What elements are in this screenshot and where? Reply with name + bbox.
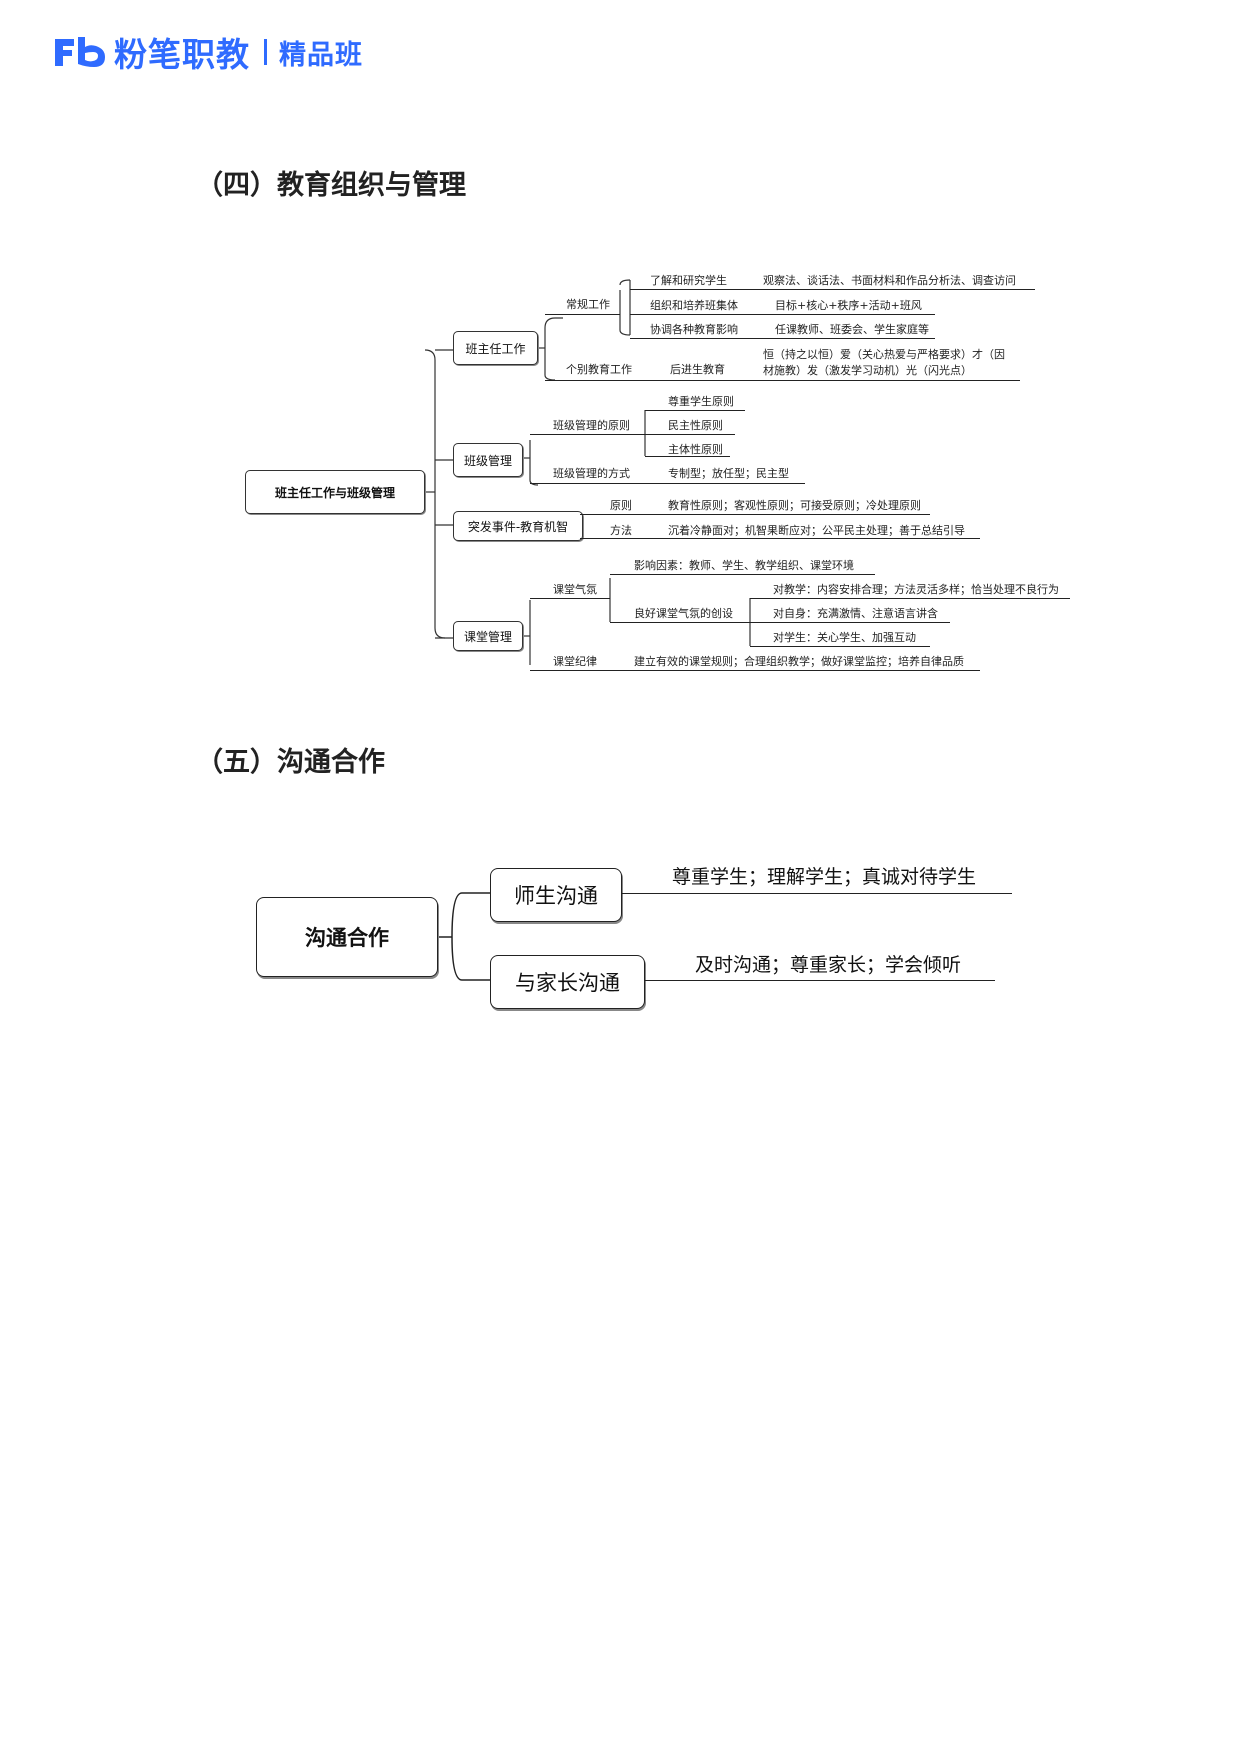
detail-creation-teaching: 对教学：内容安排合理；方法灵活多样；恰当处理不良行为	[773, 583, 1059, 596]
label-management-modes: 班级管理的方式	[553, 467, 630, 480]
detail-know-students: 观察法、谈话法、书面材料和作品分析法、调查访问	[763, 274, 1016, 287]
underline	[545, 314, 620, 315]
detail-climate-factors: 影响因素：教师、学生、教学组织、课堂环境	[634, 559, 854, 572]
underline	[645, 434, 735, 435]
detail-organize-class: 目标+核心+秩序+活动+班风	[775, 299, 922, 312]
label-classroom-discipline: 课堂纪律	[553, 655, 597, 668]
detail-teacher-student: 尊重学生；理解学生；真诚对待学生	[672, 866, 977, 888]
root-label: 班主任工作与班级管理	[274, 485, 395, 500]
node-label: 与家长沟通	[515, 971, 620, 995]
underline	[580, 538, 980, 539]
detail-creation-students: 对学生：关心学生、加强互动	[773, 631, 916, 644]
section-title-communication: （五）沟通合作	[196, 747, 385, 778]
label-management-principles: 班级管理的原则	[553, 419, 630, 432]
node-label: 突发事件-教育机智	[467, 519, 569, 534]
underline	[610, 622, 750, 623]
label-method: 方法	[610, 524, 632, 537]
communication-root: 沟通合作	[256, 897, 438, 977]
label-laggard-education: 后进生教育	[670, 363, 725, 376]
underline	[530, 483, 805, 484]
underline	[645, 980, 995, 981]
principle-democracy: 民主性原则	[668, 419, 723, 432]
node-teacher-student: 师生沟通	[490, 868, 622, 922]
node-label: 班主任工作	[465, 341, 526, 356]
node-label: 师生沟通	[514, 884, 598, 908]
brand-name: 粉笔职教	[114, 35, 250, 74]
node-emergency-tact: 突发事件-教育机智	[453, 511, 583, 541]
label-routine-work: 常规工作	[566, 298, 610, 311]
detail-management-modes: 专制型；放任型；民主型	[668, 467, 789, 480]
detail-creation-self: 对自身：充满激情、注意语言讲含	[773, 607, 938, 620]
node-class-management: 班级管理	[453, 443, 523, 477]
fb-logo-icon	[52, 32, 108, 72]
label-organize-class: 组织和培养班集体	[650, 299, 738, 312]
brand-divider	[264, 39, 267, 65]
detail-principle: 教育性原则；客观性原则；可接受原则；冷处理原则	[668, 499, 921, 512]
principle-respect: 尊重学生原则	[668, 395, 734, 408]
node-label: 课堂管理	[463, 629, 512, 644]
node-label: 班级管理	[463, 453, 512, 468]
label-classroom-climate: 课堂气氛	[553, 583, 597, 596]
underline	[530, 434, 645, 435]
underline	[645, 456, 730, 457]
node-classroom-management: 课堂管理	[453, 621, 523, 651]
underline	[622, 893, 1012, 894]
underline	[545, 380, 1020, 381]
detail-parent-communication: 及时沟通；尊重家长；学会倾听	[695, 954, 962, 976]
detail-classroom-discipline: 建立有效的课堂规则；合理组织教学；做好课堂监控；培养自律品质	[634, 655, 964, 668]
underline	[580, 514, 930, 515]
brand-logo: 粉笔职教 精品班	[52, 30, 363, 74]
label-individual-education: 个别教育工作	[566, 363, 632, 376]
underline	[530, 598, 610, 599]
detail-method: 沉着冷静面对；机智果断应对；公平民主处理；善于总结引导	[668, 524, 965, 537]
underline	[630, 314, 935, 315]
brand-subtitle: 精品班	[279, 39, 363, 71]
mindmap-root-class-teacher: 班主任工作与班级管理	[245, 470, 425, 514]
detail-laggard-1: 恒（持之以恒）爱（关心热爱与严格要求）才（因	[763, 348, 1005, 361]
label-principle: 原则	[610, 499, 632, 512]
underline	[750, 598, 1070, 599]
root-label: 沟通合作	[305, 926, 389, 950]
underline	[645, 410, 745, 411]
detail-laggard-2: 材施教）发（激发学习动机）光（闪光点）	[763, 364, 972, 377]
section-title-education-management: （四）教育组织与管理	[196, 170, 466, 201]
node-parent-communication: 与家长沟通	[490, 955, 645, 1009]
underline	[530, 670, 980, 671]
node-class-teacher-work: 班主任工作	[453, 331, 538, 365]
principle-subjectivity: 主体性原则	[668, 443, 723, 456]
underline	[750, 622, 950, 623]
underline	[610, 574, 875, 575]
label-know-students: 了解和研究学生	[650, 274, 727, 287]
underline	[750, 646, 930, 647]
detail-coordinate-influences: 任课教师、班委会、学生家庭等	[775, 323, 929, 336]
label-climate-creation: 良好课堂气氛的创设	[634, 607, 733, 620]
underline	[630, 289, 1035, 290]
label-coordinate-influences: 协调各种教育影响	[650, 323, 738, 336]
underline	[630, 338, 935, 339]
